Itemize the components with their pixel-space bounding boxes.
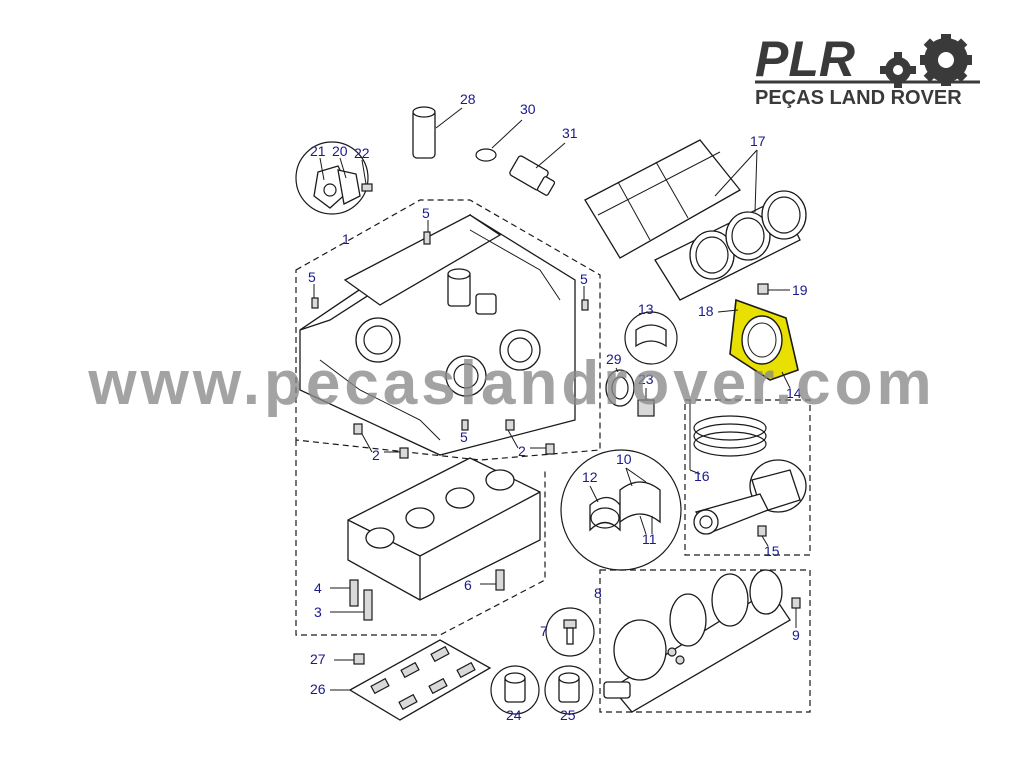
callout-30: 30 xyxy=(520,101,536,117)
website-watermark: www.pecaslandrover.com xyxy=(87,349,935,418)
part-13-bearing-circle xyxy=(624,311,678,365)
callout-5-bottom: 5 xyxy=(460,429,468,445)
part-1-engine-block xyxy=(299,213,589,459)
callout-25: 25 xyxy=(560,707,576,723)
callout-29: 29 xyxy=(606,351,622,367)
callout-1: 1 xyxy=(342,231,350,247)
piston-and-rod xyxy=(693,459,807,547)
callout-19: 19 xyxy=(792,282,808,298)
engine-block-group-outline xyxy=(295,199,601,461)
callout-8: 8 xyxy=(594,585,602,601)
callout-17: 17 xyxy=(750,133,766,149)
callout-5-left: 5 xyxy=(308,269,316,285)
bedplate xyxy=(330,457,541,621)
gears-icon xyxy=(880,34,972,88)
callout-10: 10 xyxy=(616,451,632,467)
part-18-seal-housing xyxy=(717,283,799,389)
callout-3: 3 xyxy=(314,604,322,620)
part-24-bush-circle xyxy=(490,665,540,715)
callout-23: 23 xyxy=(638,371,654,387)
callout-27: 27 xyxy=(310,651,326,667)
callout-21: 21 xyxy=(310,143,326,159)
callout-6: 6 xyxy=(464,577,472,593)
callout-13: 13 xyxy=(638,301,654,317)
part-8-crankshaft xyxy=(603,569,801,713)
callout-26: 26 xyxy=(310,681,326,697)
part-25-bush-circle xyxy=(544,665,594,715)
callout-31: 31 xyxy=(562,125,578,141)
callout-12: 12 xyxy=(582,469,598,485)
callout-5-top: 5 xyxy=(422,205,430,221)
callout-7: 7 xyxy=(540,623,548,639)
part-26-gasket xyxy=(330,639,492,721)
part-7-bolt-circle xyxy=(545,607,595,657)
callout-4: 4 xyxy=(314,580,322,596)
callout-2-left: 2 xyxy=(372,447,380,463)
plr-logo: PLR PEÇAS LAND ROVER xyxy=(755,31,980,109)
callout-11: 11 xyxy=(642,531,657,547)
part-28-tube xyxy=(412,106,463,159)
part-17-liner-kit xyxy=(584,139,807,301)
callout-14: 14 xyxy=(786,385,802,401)
crankshaft-group-outline xyxy=(599,569,811,713)
part-29-seal xyxy=(605,367,635,407)
callout-labels: 28 30 31 21 20 22 17 5 1 5 5 19 18 13 29… xyxy=(308,91,808,723)
part-23-plug xyxy=(637,388,655,417)
logo-brand: PLR xyxy=(755,31,855,87)
callout-5-right: 5 xyxy=(580,271,588,287)
logo-subtitle: PEÇAS LAND ROVER xyxy=(755,87,962,109)
callout-22: 22 xyxy=(354,145,370,161)
callout-9: 9 xyxy=(792,627,800,643)
callout-16: 16 xyxy=(694,468,710,484)
part-30-o-ring xyxy=(475,119,523,162)
part-27-bolt xyxy=(334,653,365,665)
callout-2-right: 2 xyxy=(518,443,526,459)
part-31-sensor xyxy=(509,142,566,196)
callout-28: 28 xyxy=(460,91,476,107)
bearing-shells-circle xyxy=(560,449,682,571)
callout-18: 18 xyxy=(698,303,714,319)
gasket-detail-circle xyxy=(295,141,373,215)
bedplate-group-outline xyxy=(295,440,546,636)
callout-20: 20 xyxy=(332,143,348,159)
piston-group-outline xyxy=(684,399,811,556)
callout-15: 15 xyxy=(764,543,780,559)
part-16-piston-rings xyxy=(689,400,767,475)
callout-24: 24 xyxy=(506,707,522,723)
